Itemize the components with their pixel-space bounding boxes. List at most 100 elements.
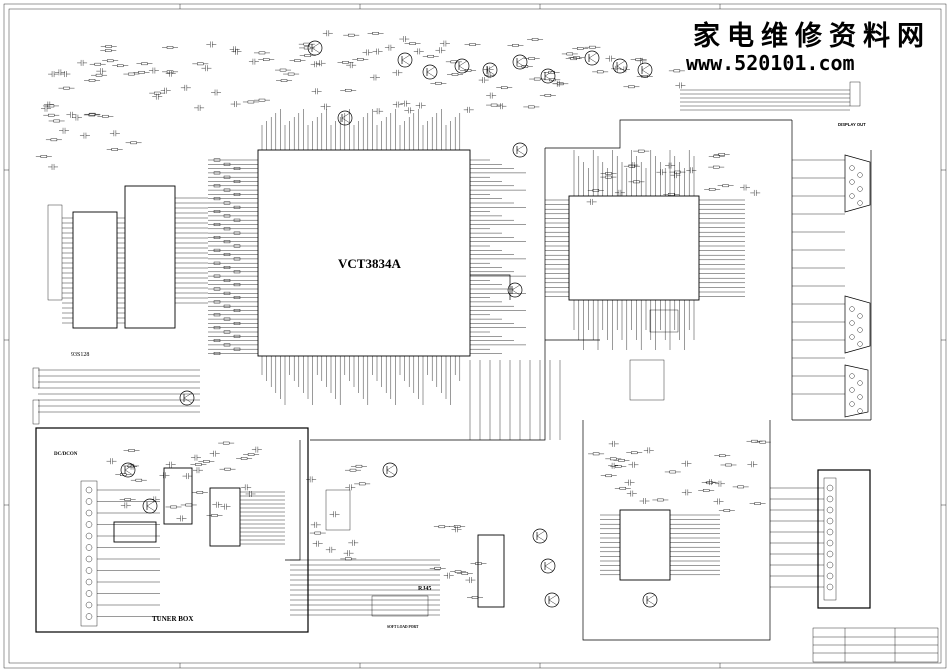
passive-components (35, 30, 771, 599)
resistor (223, 227, 231, 231)
transistor-lead (183, 397, 193, 404)
transistor (540, 68, 556, 84)
tuner-pin (85, 509, 93, 517)
resistor (223, 188, 231, 192)
transistor-lead (588, 52, 598, 59)
resistor (669, 470, 676, 474)
resistor (111, 148, 118, 151)
resistor (528, 105, 535, 109)
resistor (223, 253, 231, 256)
resistor (224, 467, 231, 471)
resistor (357, 58, 364, 61)
transistor-lead (548, 599, 558, 606)
transistor-lead (386, 464, 396, 471)
transistor-lead (458, 65, 468, 72)
resistor (754, 502, 761, 505)
transistor-lead (516, 56, 526, 63)
resistor (89, 112, 96, 116)
resistor (372, 32, 379, 35)
resistor (88, 113, 96, 117)
resistor (490, 103, 498, 107)
port-contact (857, 200, 863, 206)
resistor (138, 70, 145, 74)
transistor-lead (516, 144, 526, 151)
resistor (233, 244, 241, 248)
resistor (213, 223, 221, 226)
transistor-lead (458, 60, 468, 67)
resistor (233, 283, 241, 287)
resistor (501, 86, 508, 90)
transistor (540, 558, 556, 574)
resistor (196, 491, 204, 494)
transistor-lead (544, 565, 554, 572)
resistor (434, 566, 441, 570)
resistor (95, 73, 103, 77)
rj45-label: RJ45 (418, 586, 431, 592)
resistor (349, 468, 357, 472)
transistor-lead (536, 535, 546, 542)
dcdcon-label: DC/DCON (54, 452, 78, 457)
resistor (589, 45, 596, 49)
resistor (702, 489, 710, 492)
resistor (348, 33, 355, 37)
resistor (222, 441, 230, 445)
transistor-lead (588, 57, 598, 64)
resistor (673, 69, 681, 73)
resistor (280, 79, 288, 82)
resistor (223, 175, 231, 179)
connector-contact (826, 561, 834, 569)
resistor (605, 474, 612, 478)
tuner-pins (85, 486, 285, 620)
resistor (471, 596, 479, 599)
resistor (469, 43, 476, 46)
port-contact (857, 394, 863, 400)
display-out-label: DISPLAY OUT (838, 122, 866, 127)
transistor (382, 462, 398, 478)
port-contact (857, 172, 863, 178)
transistor (337, 110, 353, 126)
port-contact (849, 179, 855, 185)
resistor (213, 197, 221, 201)
resistor (258, 51, 266, 55)
resistor (203, 460, 210, 463)
transistor-lead (544, 75, 554, 82)
resistor (566, 52, 574, 56)
resistor (638, 149, 645, 153)
resistor (722, 184, 729, 188)
resistor (213, 300, 221, 304)
resistor (258, 98, 266, 102)
resistor (213, 171, 221, 175)
transistor (179, 390, 195, 406)
resistor (233, 309, 241, 312)
resistor (233, 205, 241, 209)
resistor (154, 91, 161, 95)
tuner-pin (85, 578, 93, 586)
connector (32, 399, 40, 425)
resistor (124, 498, 131, 501)
resistor (233, 270, 241, 274)
port-contact (849, 320, 855, 326)
vct3834a-pins (208, 109, 526, 405)
resistor (197, 62, 204, 66)
resistor (355, 464, 363, 468)
transistor (507, 282, 523, 298)
tuner-pin (85, 521, 93, 528)
transistor (512, 142, 528, 158)
resistor (130, 141, 137, 145)
resistor (213, 339, 221, 342)
transistor-lead (426, 66, 436, 73)
resistor (528, 57, 535, 60)
transistor-lead (616, 65, 626, 72)
resistor (668, 193, 675, 196)
port-contact (857, 327, 863, 333)
tuner-pin (85, 590, 93, 597)
resistor (592, 452, 600, 456)
transistor-lead (124, 469, 134, 476)
resistor (47, 104, 55, 108)
port-contact (849, 193, 855, 199)
display-out-panel: DISPLAY OUT (791, 120, 872, 421)
resistor (342, 61, 349, 64)
transistor (142, 498, 158, 514)
resistor (303, 46, 311, 50)
